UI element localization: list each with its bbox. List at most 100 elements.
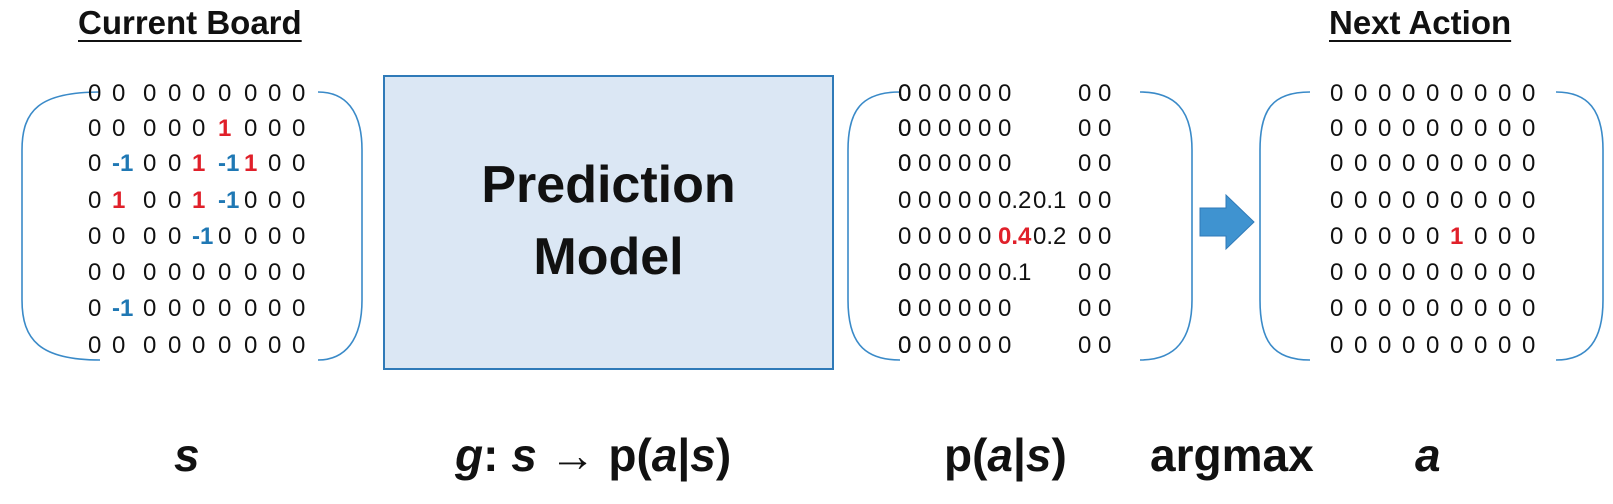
matrix-cell: 0	[918, 80, 932, 107]
matrix-cell: 0	[244, 80, 258, 107]
caption-p-open: p(	[944, 429, 988, 481]
matrix-cell: 0	[1474, 115, 1488, 142]
matrix-cell: 0	[1522, 80, 1536, 107]
matrix-cell: 0	[998, 295, 1012, 322]
matrix-cell: 0	[1522, 150, 1536, 177]
matrix-cell: 0	[1450, 259, 1464, 286]
matrix-cell: 0	[168, 187, 182, 214]
matrix-cell: 0	[938, 80, 952, 107]
caption-g-a: a	[651, 429, 678, 481]
matrix-cell: 0	[168, 223, 182, 250]
matrix-cell: 0	[292, 259, 306, 286]
matrix-cell: 0.4	[998, 223, 1032, 250]
matrix-cell: 0	[268, 115, 282, 142]
matrix-cell: 0	[898, 115, 912, 142]
matrix-cell: 0	[958, 295, 972, 322]
matrix-cell: 0	[898, 80, 912, 107]
matrix-cell: -1	[218, 150, 240, 177]
matrix-cell: 0	[1330, 150, 1344, 177]
matrix-cell: -1	[112, 150, 134, 177]
matrix-cell: 0	[143, 115, 157, 142]
matrix-cell: 0	[1354, 223, 1368, 250]
matrix-cell: 0	[244, 187, 258, 214]
matrix-cell: 0	[1498, 80, 1512, 107]
matrix-cell: 0	[1474, 80, 1488, 107]
model-label-line2: Model	[533, 228, 684, 286]
matrix-cell: 0	[1450, 115, 1464, 142]
matrix-cell: 0	[1498, 115, 1512, 142]
matrix-cell: 0	[978, 332, 992, 359]
matrix-cell: 0	[898, 223, 912, 250]
matrix-cell: 1	[218, 115, 232, 142]
matrix-cell: 0	[1450, 295, 1464, 322]
matrix-cell: 0	[1078, 80, 1092, 107]
matrix-cell: 0	[292, 80, 306, 107]
matrix-cell: 0	[978, 223, 992, 250]
caption-p-s: s	[1025, 429, 1052, 481]
matrix-cell: 0	[978, 115, 992, 142]
matrix-cell: 0	[1078, 295, 1092, 322]
matrix-cell: 0	[218, 223, 232, 250]
matrix-cell: 0	[898, 295, 912, 322]
matrix-cell: 0	[112, 259, 126, 286]
matrix-cell: 0	[1474, 187, 1488, 214]
matrix-cell: 0	[1522, 295, 1536, 322]
matrix-cell: 0	[192, 259, 206, 286]
matrix-cell: 0	[268, 150, 282, 177]
matrix-cell: 0	[1426, 295, 1440, 322]
matrix-cell: 0	[268, 259, 282, 286]
matrix-cell: 0	[218, 295, 232, 322]
matrix-cell: 0	[1354, 332, 1368, 359]
matrix-cell: 0	[88, 115, 102, 142]
matrix-cell: 0	[958, 187, 972, 214]
matrix-cell: 0	[1522, 332, 1536, 359]
matrix-cell: 0	[1450, 150, 1464, 177]
matrix-cell: 0	[168, 259, 182, 286]
matrix-cell: 0	[192, 295, 206, 322]
caption-g-letter: g	[455, 429, 484, 481]
matrix-cell: 0	[898, 80, 912, 107]
matrix-cell: -1	[192, 223, 214, 250]
matrix-cell: 0	[958, 223, 972, 250]
matrix-cell: 0	[1498, 150, 1512, 177]
prob-right-bracket	[1139, 91, 1193, 361]
matrix-cell: 0	[168, 115, 182, 142]
matrix-cell: 0.2	[998, 187, 1032, 214]
matrix-cell: 0	[88, 259, 102, 286]
matrix-cell: 0.1	[1033, 187, 1067, 214]
matrix-cell: 1	[192, 150, 206, 177]
matrix-cell: 0	[1354, 259, 1368, 286]
matrix-cell: 0	[1426, 259, 1440, 286]
matrix-cell: 0	[88, 223, 102, 250]
matrix-cell: 0	[292, 150, 306, 177]
matrix-cell: 0	[1450, 80, 1464, 107]
matrix-cell: 0	[292, 295, 306, 322]
matrix-cell: 0	[218, 259, 232, 286]
matrix-cell: 0.2	[1033, 223, 1067, 250]
matrix-cell: 0	[918, 223, 932, 250]
caption-s-text: s	[174, 429, 200, 481]
matrix-cell: 0	[1522, 223, 1536, 250]
matrix-cell: 0	[1426, 332, 1440, 359]
matrix-cell: 0	[168, 80, 182, 107]
matrix-cell: 0	[1474, 259, 1488, 286]
matrix-cell: 0	[268, 80, 282, 107]
matrix-cell: 0	[1450, 187, 1464, 214]
matrix-cell: 0	[1354, 150, 1368, 177]
matrix-cell: 0	[268, 223, 282, 250]
matrix-cell: 0	[1354, 115, 1368, 142]
matrix-cell: 0	[1098, 223, 1112, 250]
matrix-cell: 0	[1378, 332, 1392, 359]
matrix-cell: 0	[938, 332, 952, 359]
matrix-cell: 0	[1078, 259, 1092, 286]
matrix-cell: 0	[1330, 223, 1344, 250]
matrix-cell: 0	[1402, 80, 1416, 107]
matrix-cell: 0	[978, 80, 992, 107]
model-label-line1: Prediction	[481, 156, 736, 214]
matrix-cell: 0	[998, 332, 1012, 359]
matrix-cell: 0	[244, 223, 258, 250]
matrix-cell: 0	[1474, 295, 1488, 322]
matrix-cell: 0	[88, 80, 102, 107]
matrix-cell: 0	[143, 223, 157, 250]
